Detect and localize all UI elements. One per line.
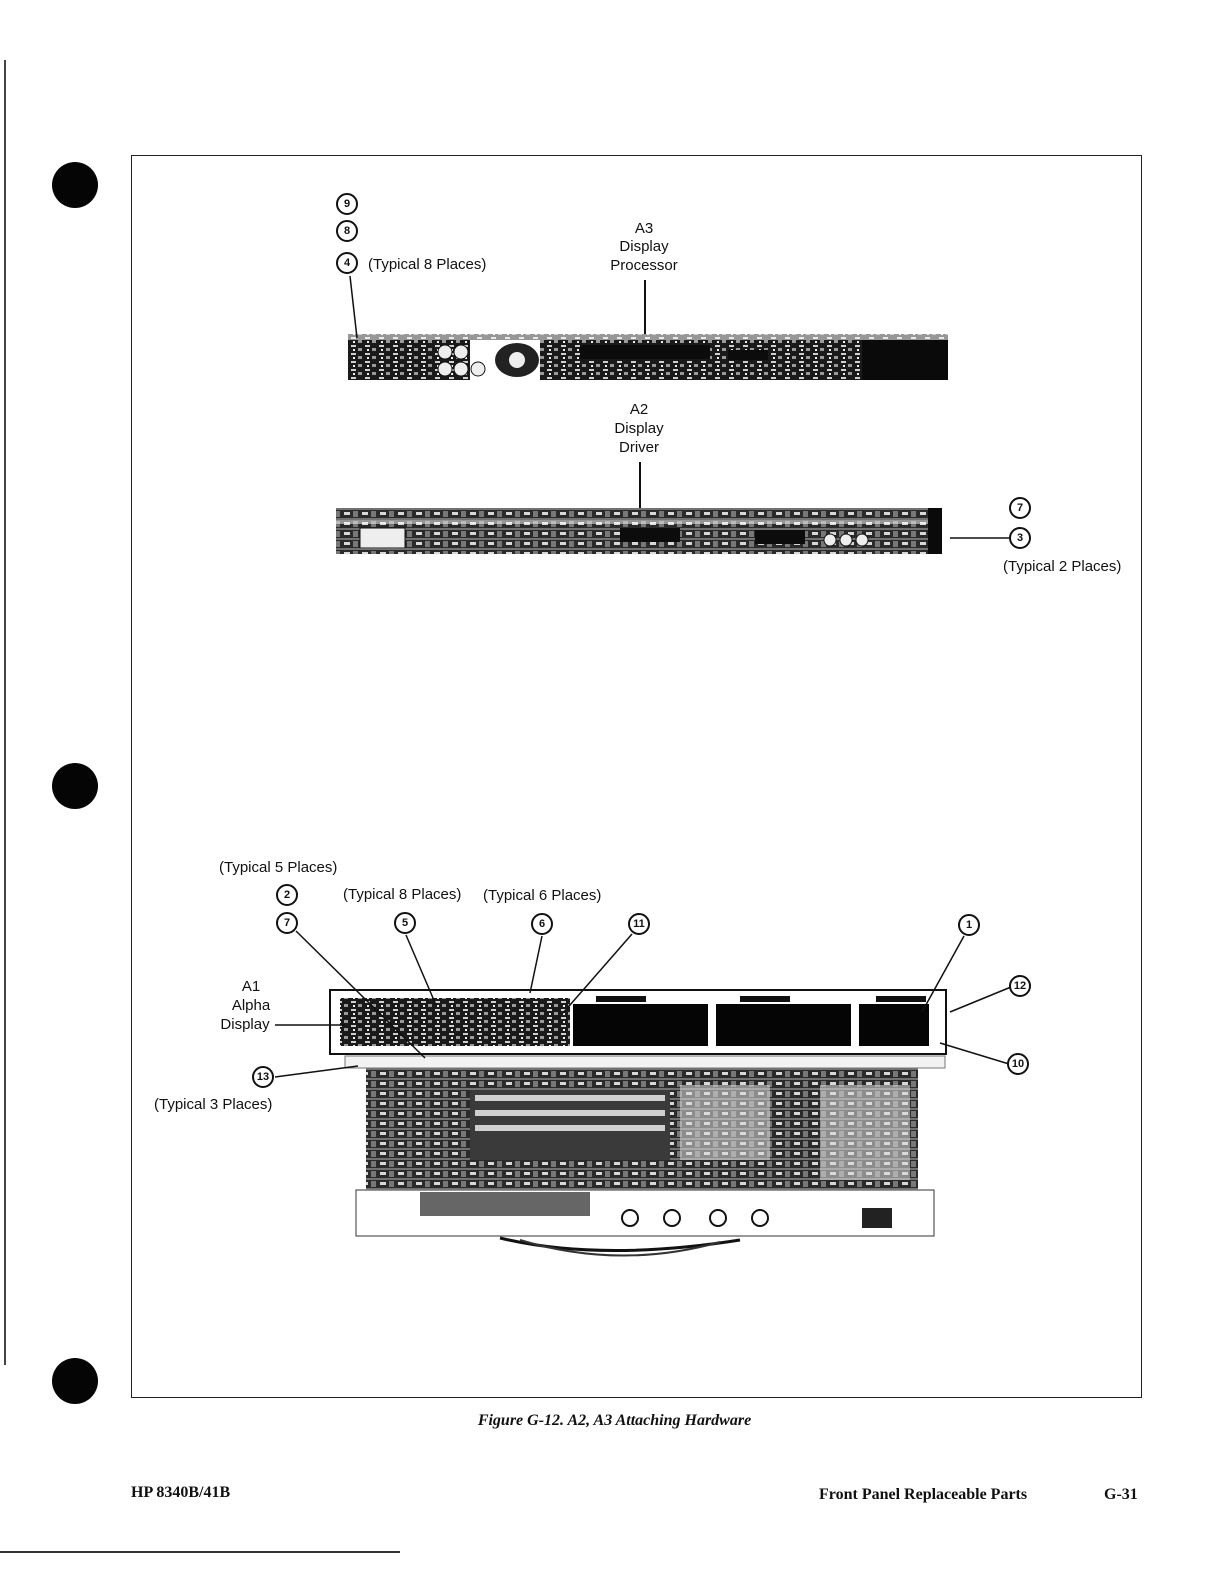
callout-11: 11 <box>628 913 650 935</box>
callout-13: 13 <box>252 1066 274 1088</box>
typical-3-places-note: (Typical 3 Places) <box>154 1095 272 1114</box>
a3-label-line2: Display <box>619 237 668 256</box>
callout-7-a1: 7 <box>276 912 298 934</box>
a2-label-line2: Display <box>614 419 663 438</box>
callout-12: 12 <box>1009 975 1031 997</box>
a3-display-processor-board <box>348 334 948 380</box>
a1-label-line3: Display <box>220 1015 269 1034</box>
a3-label-line3: Processor <box>610 256 678 275</box>
callout-9: 9 <box>336 193 358 215</box>
callout-10: 10 <box>1007 1053 1029 1075</box>
footer-model: HP 8340B/41B <box>131 1484 230 1502</box>
typical-2-places-note: (Typical 2 Places) <box>1003 557 1121 576</box>
callout-8: 8 <box>336 220 358 242</box>
a1-label-line2: Alpha <box>232 996 270 1015</box>
typical-5-places-note: (Typical 5 Places) <box>219 858 337 877</box>
figure-caption: Figure G-12. A2, A3 Attaching Hardware <box>0 1412 1229 1430</box>
callout-4: 4 <box>336 252 358 274</box>
callout-2: 2 <box>276 884 298 906</box>
typical-8-places-note-top: (Typical 8 Places) <box>368 255 486 274</box>
a2-label-line3: Driver <box>619 438 659 457</box>
callout-1: 1 <box>958 914 980 936</box>
callout-7-a2: 7 <box>1009 497 1031 519</box>
typical-6-places-note: (Typical 6 Places) <box>483 886 601 905</box>
a2-display-driver-board <box>336 508 942 554</box>
footer-page-number: G-31 <box>1104 1486 1138 1504</box>
footer-section-title: Front Panel Replaceable Parts <box>819 1486 1027 1504</box>
a3-label-line1: A3 <box>635 219 653 238</box>
bottom-edge-rule <box>0 1551 400 1553</box>
a1-label-line1: A1 <box>242 977 260 996</box>
a2-label-line1: A2 <box>630 400 648 419</box>
callout-3: 3 <box>1009 527 1031 549</box>
typical-8-places-note-bottom: (Typical 8 Places) <box>343 885 461 904</box>
callout-6: 6 <box>531 913 553 935</box>
callout-5: 5 <box>394 912 416 934</box>
a1-alpha-display-assembly <box>330 990 946 1256</box>
